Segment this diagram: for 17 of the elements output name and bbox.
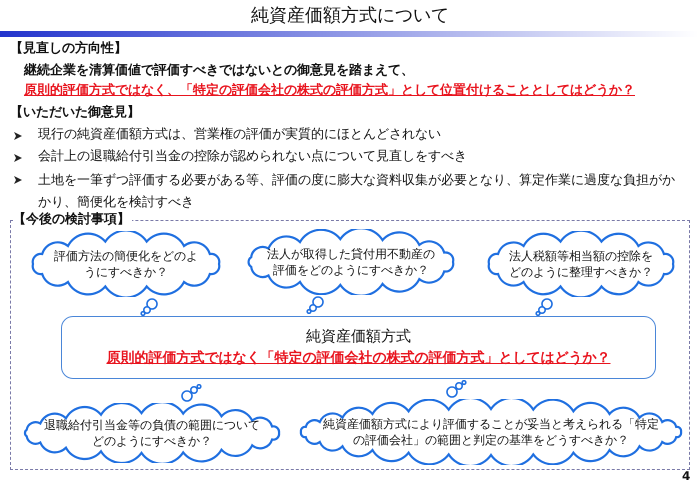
section-heading: 【見直しの方向性】 bbox=[10, 40, 127, 58]
question-text: 純資産価額方式により評価することが妥当と考えられる「特定の評価会社」の範囲と判定の基準をどうすべきか？ bbox=[322, 416, 660, 448]
question-text: 評価方法の簡便化をどのようにすべきか？ bbox=[53, 248, 199, 280]
page-title: 純資産価額方式について bbox=[250, 4, 450, 28]
comment-text: 会計上の退職給付引当金の控除が認められない点について見直しをすべき bbox=[38, 148, 467, 166]
section-heading: 【いただいた御意見】 bbox=[10, 104, 140, 122]
rounded-box bbox=[61, 316, 656, 379]
page-number: 4 bbox=[682, 468, 690, 485]
question-text: 法人税額等相当額の控除をどのように整理すべきか？ bbox=[508, 248, 654, 280]
question-text: 法人が取得した貸付用不動産の評価をどのようにすべきか？ bbox=[266, 246, 436, 278]
box-title: 純資産価額方式 bbox=[305, 326, 412, 346]
question-text: 退職給付引当金等の負債の範囲についてどのようにすべきか？ bbox=[43, 417, 261, 449]
proposal-text: 原則的評価方式ではなく、「特定の評価会社の株式の評価方式」として位置付けることとしてはどうか？ bbox=[24, 82, 635, 100]
summary-text: 継続企業を清算価値で評価すべきではないとの御意見を踏まえて、 bbox=[24, 62, 414, 80]
comment-text: 土地を一筆ずつ評価する必要がある等、評価の度に膨大な資料収集が必要となり、算定作業に過度な負担がかかり、簡便化を検討すべき bbox=[38, 172, 676, 212]
proposal-text: 原則的評価方式ではなく「特定の評価会社の株式の評価方式」としてはどうか？ bbox=[105, 348, 612, 368]
comment-text: 現行の純資産価額方式は、営業権の評価が実質的にほとんどされない bbox=[38, 126, 441, 144]
